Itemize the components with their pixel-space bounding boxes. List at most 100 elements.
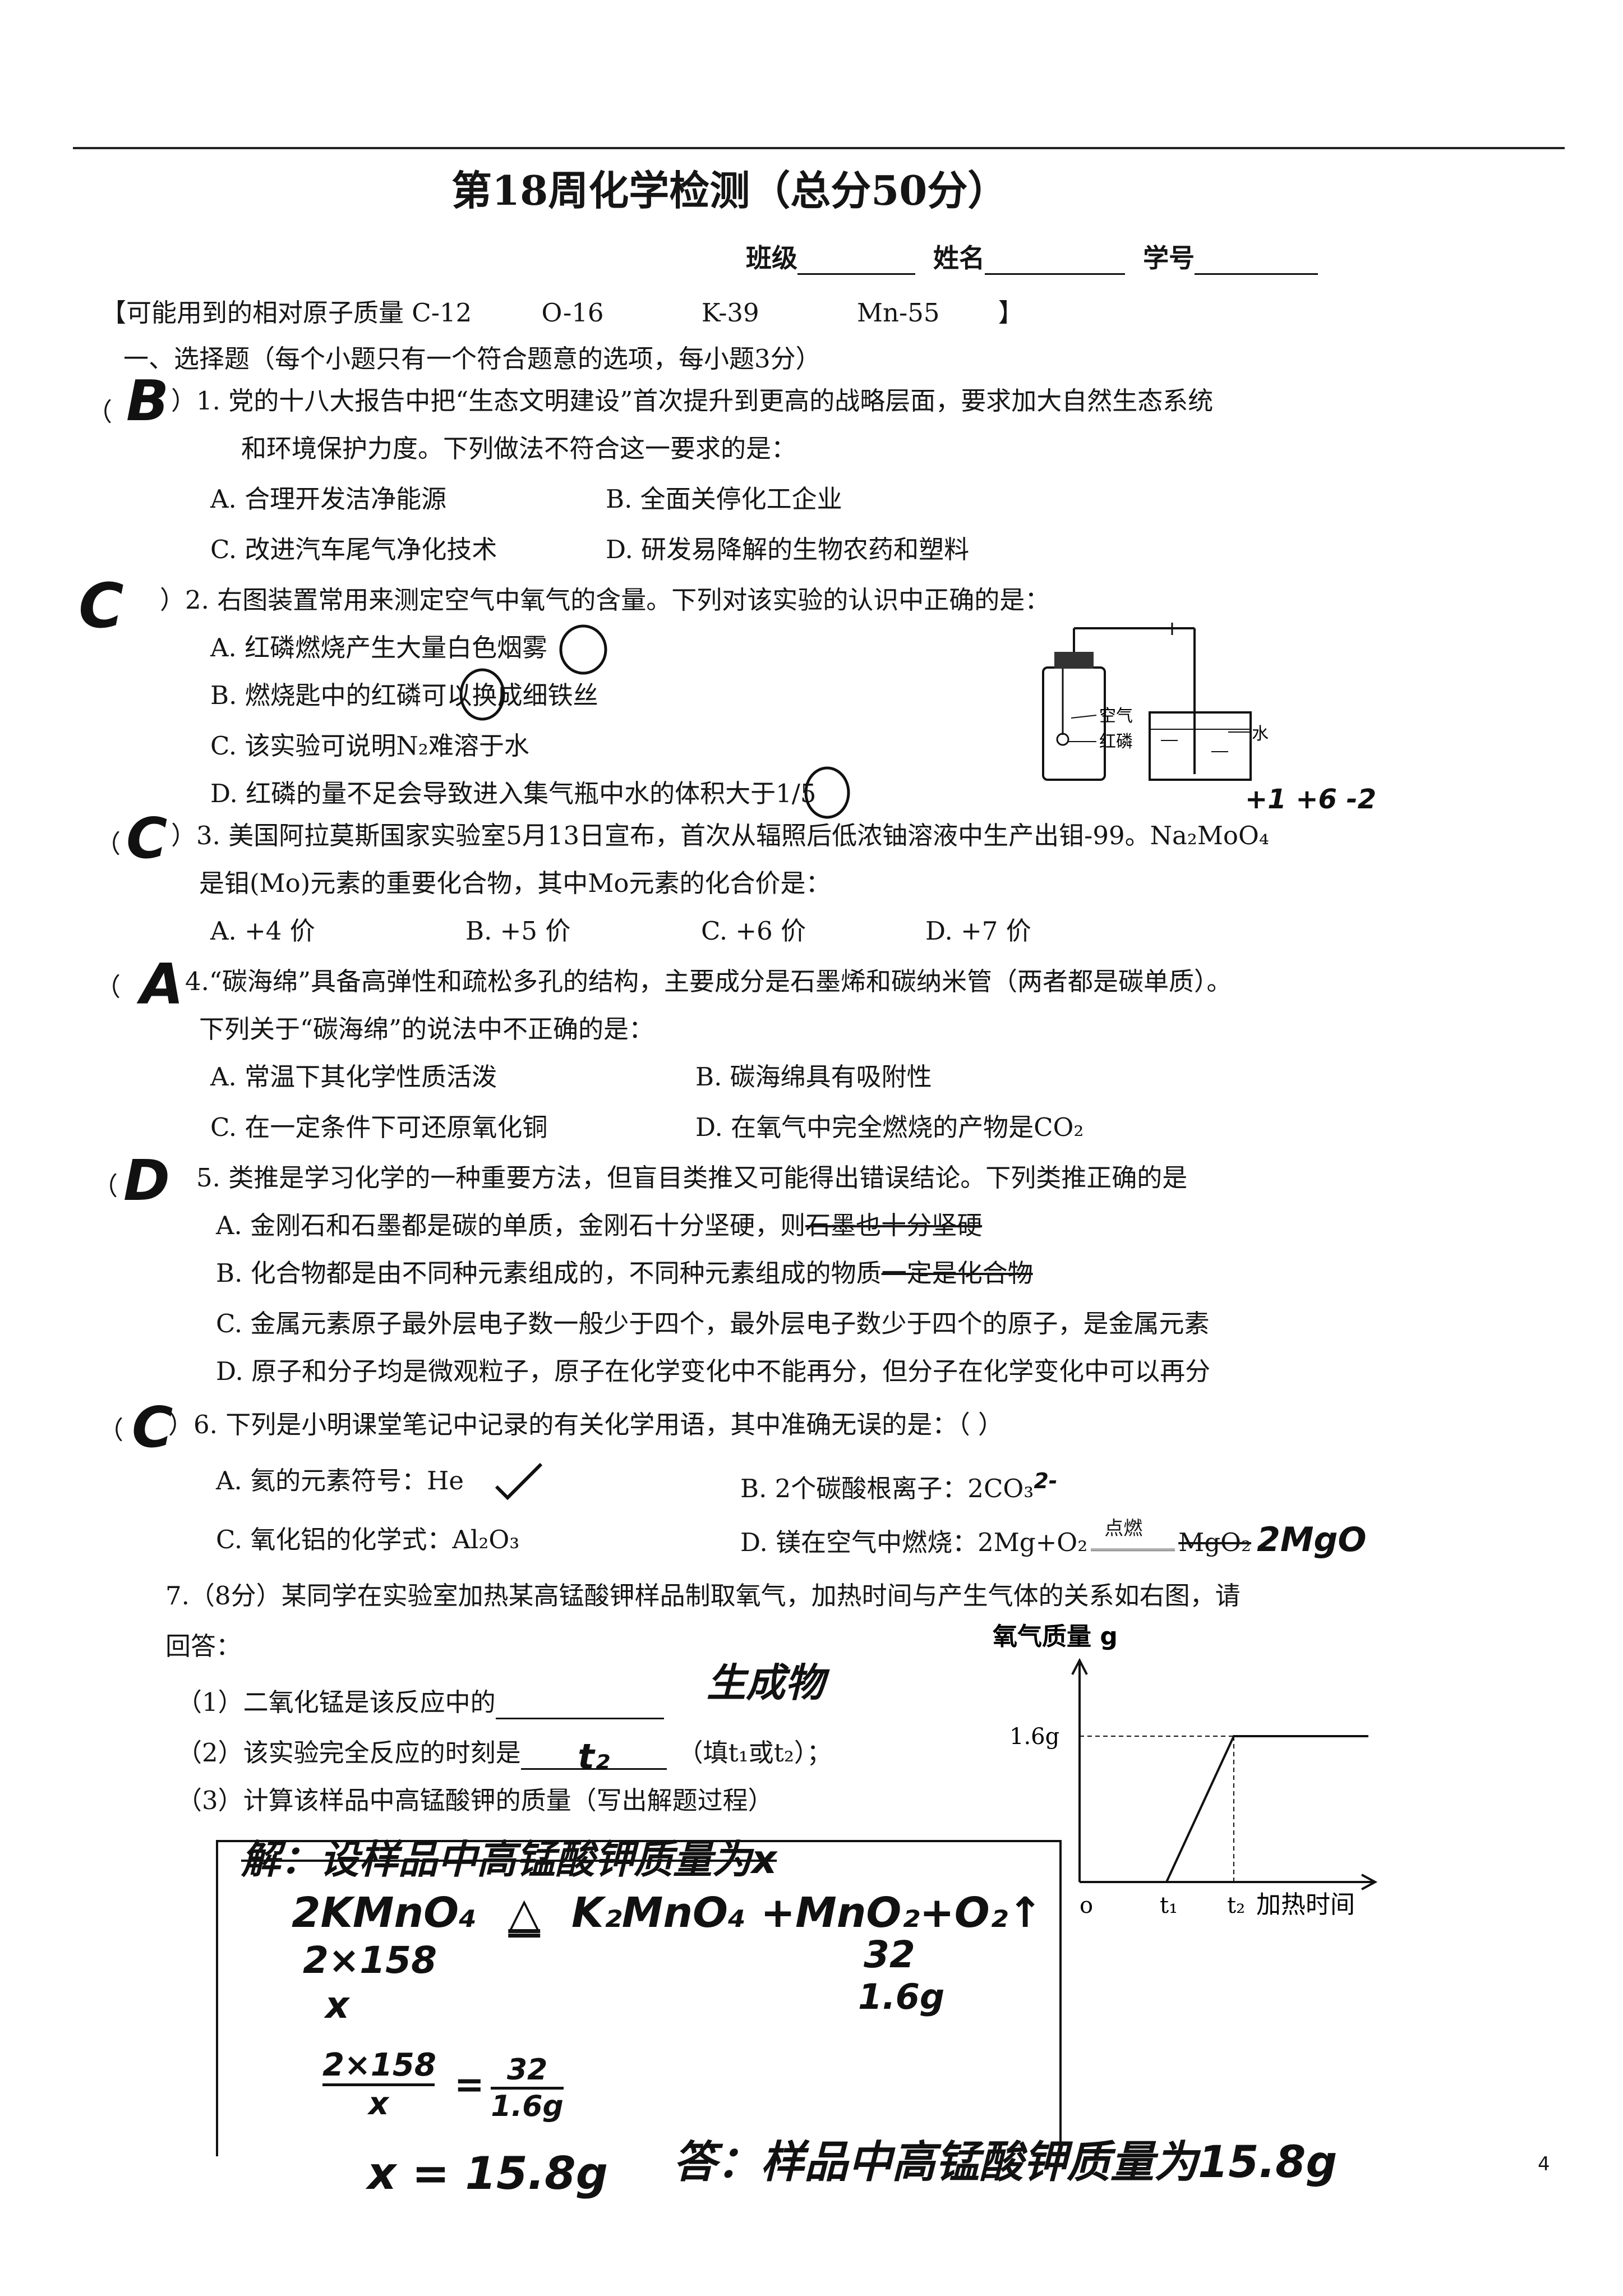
name-label: 姓名: [933, 243, 985, 273]
solution-fraction-2-den: 1.6g: [491, 2090, 564, 2123]
q2-option-b: B. 燃烧匙中的红磷可以换成细铁丝: [210, 680, 598, 710]
chart-y-axis-arrow: [1071, 1658, 1088, 1675]
q1-stem-1: ）1. 党的十八大报告中把“生态文明建设”首次提升到更高的战略层面，要求加大自然…: [171, 386, 1214, 416]
name-field[interactable]: [985, 245, 1126, 275]
page-title: 第18周化学检测（总分50分）: [451, 167, 1008, 214]
q2-option-d: D. 红磷的量不足会导致进入集气瓶中水的体积大于1/5: [210, 779, 817, 808]
q7-part-3: （3）计算该样品中高锰酸钾的质量（写出解题过程）: [177, 1786, 773, 1815]
solution-line-1-text: 解：设样品中高锰酸钾质量为x: [241, 1837, 777, 1883]
q7-part-1-text: （1）二氧化锰是该反应中的: [177, 1687, 496, 1717]
solution-mass-left: 2×158: [303, 1939, 437, 1982]
section-heading: 一、选择题（每个小题只有一个符合题意的选项，每小题3分）: [123, 344, 821, 374]
q6-handwritten-answer: C: [132, 1395, 173, 1460]
q4-option-d: D. 在氧气中完全燃烧的产物是CO₂: [695, 1112, 1084, 1142]
q4-option-c: C. 在一定条件下可还原氧化铜: [210, 1112, 548, 1142]
q1-option-a: A. 合理开发洁净能源: [210, 484, 447, 514]
solution-unknown-left: x: [325, 1984, 349, 2027]
q5-bracket-open: （: [93, 1171, 118, 1201]
q3-option-a: A. +4 价: [210, 916, 315, 946]
q6-option-b: B. 2个碳酸根离子：2CO₃2-: [740, 1464, 1058, 1506]
q3-valence-note: +1 +6 -2: [1245, 784, 1376, 815]
solution-heat-symbol: △: [508, 1889, 541, 1937]
solution-fraction-2-num: 32: [491, 2053, 564, 2090]
q4-option-a: A. 常温下其化学性质活泼: [210, 1062, 497, 1092]
solution-box: [216, 1840, 1062, 2156]
q6-stem-1: ）6. 下列是小明课堂笔记中记录的有关化学用语，其中准确无误的是：（ ）: [168, 1410, 1004, 1439]
solution-fraction-1-den: x: [368, 2086, 389, 2122]
q7-part-2-tail: （填t₁或t₂）；: [677, 1738, 832, 1768]
atomic-mass-o: O-16: [541, 298, 604, 328]
q5-option-b-struck: 一定是化合物: [881, 1258, 1033, 1288]
q1-handwritten-answer: B: [126, 368, 169, 434]
q1-option-c: C. 改进汽车尾气净化技术: [210, 535, 497, 564]
q6-option-d-arrow: 点燃: [1091, 1517, 1175, 1551]
q6-option-a: A. 氦的元素符号：He: [216, 1466, 464, 1496]
q7-part-1-handwritten: 生成物: [707, 1660, 824, 1706]
q4-stem-2: 下列关于“碳海绵”的说法中不正确的是：: [199, 1014, 654, 1044]
fig-label-water: 水: [1252, 724, 1269, 744]
q3-stem-2: 是钼(Mo)元素的重要化合物，其中Mo元素的化合价是：: [199, 868, 831, 898]
class-field[interactable]: [797, 245, 915, 275]
chart-x-axis-arrow: [1361, 1874, 1378, 1890]
solution-result: x = 15.8g: [367, 2147, 608, 2200]
q2-option-a: A. 红磷燃烧产生大量白色烟雾: [210, 633, 548, 662]
student-info: 班级 姓名 学号: [746, 241, 1318, 275]
q3-stem-1: ）3. 美国阿拉莫斯国家实验室5月13日宣布，首次从辐照后低浓铀溶液中生产出钼-…: [171, 821, 1269, 850]
q7-part-2-text: （2）该实验完全反应的时刻是: [177, 1738, 521, 1768]
q4-stem-1: 4.“碳海绵”具备高弹性和疏松多孔的结构，主要成分是石墨烯和碳纳米管（两者都是碳…: [185, 967, 1232, 996]
atomic-masses: 【可能用到的相对原子质量 C-12 O-16 K-39 Mn-55 】: [101, 296, 1023, 330]
atomic-masses-prefix: 【可能用到的相对原子质量 C-12: [101, 298, 472, 328]
q3-option-c: C. +6 价: [701, 916, 806, 946]
q6-check-mark: [495, 1462, 543, 1501]
q5-option-a-struck: 石墨也十分坚硬: [805, 1211, 983, 1240]
q6-option-d-handwritten-fix: 2MgO: [1257, 1520, 1367, 1559]
q6-option-b-handwritten-charge: 2-: [1034, 1469, 1058, 1493]
solution-reactant: 2KMnO₄: [292, 1889, 477, 1937]
q7-stem-2: 回答：: [165, 1631, 242, 1661]
solution-final-answer: 答：样品中高锰酸钾质量为15.8g: [673, 2137, 1338, 2188]
q6-option-d-reactants: 2Mg+O₂: [978, 1527, 1088, 1557]
atomic-masses-suffix: 】: [998, 298, 1023, 328]
page-number: 4: [1538, 2153, 1550, 2175]
chart-x-tick-label: o: [1080, 1893, 1093, 1918]
q1-bracket-open: （: [87, 397, 113, 427]
q2-stem-1: ）2. 右图装置常用来测定空气中氧气的含量。下列对该实验的认识中正确的是：: [160, 585, 1050, 615]
solution-equation: 2KMnO₄ △ K₂MnO₄ +MnO₂+O₂↑: [292, 1888, 1043, 1938]
class-label: 班级: [746, 243, 797, 273]
q7-part-1: （1）二氧化锰是该反应中的: [177, 1686, 664, 1719]
q4-handwritten-answer: A: [140, 951, 184, 1017]
q2-apparatus-diagram: 空气 红磷 水: [1042, 623, 1269, 781]
q7-part-2-blank[interactable]: t₂: [520, 1740, 667, 1774]
q7-stem-1: 7.（8分）某同学在实验室加热某高锰酸钾样品制取氧气，加热时间与产生气体的关系如…: [165, 1581, 1241, 1611]
q2-handwritten-answer: C: [79, 570, 124, 642]
solution-line-1: 解：设样品中高锰酸钾质量为x: [241, 1834, 777, 1885]
q6-option-d-condition: 点燃: [1104, 1517, 1143, 1540]
solution-mass-right: 32: [864, 1933, 915, 1976]
q7-part-1-blank[interactable]: [495, 1690, 664, 1719]
solution-equals: =: [454, 2064, 485, 2106]
solution-fraction-2: 32 1.6g: [491, 2053, 564, 2123]
q3-handwritten-answer: C: [126, 806, 168, 871]
q4-option-b: B. 碳海绵具有吸附性: [695, 1062, 932, 1092]
q5-option-a: A. 金刚石和石墨都是碳的单质，金刚石十分坚硬，则石墨也十分坚硬: [216, 1209, 982, 1243]
q5-option-b-text: B. 化合物都是由不同种元素组成的，不同种元素组成的物质: [216, 1258, 882, 1288]
chart-y-axis-label: 氧气质量 g: [993, 1622, 1118, 1651]
fig-label-air: 空气: [1099, 706, 1133, 726]
solution-products: K₂MnO₄ +MnO₂+O₂↑: [571, 1889, 1043, 1937]
q3-bracket-open: （: [95, 829, 121, 859]
q5-option-c: C. 金属元素原子最外层电子数一般少于四个，最外层电子数少于四个的原子，是金属元…: [216, 1309, 1210, 1338]
fig-label-phosphorus: 红磷: [1099, 732, 1133, 752]
q5-option-d: D. 原子和分子均是微观粒子，原子在化学变化中不能再分，但分子在化学变化中可以再…: [216, 1356, 1211, 1386]
q4-bracket-open: （: [95, 972, 121, 1002]
chart-x-axis-label: 加热时间: [1256, 1890, 1355, 1919]
q6-bracket-open: （: [98, 1415, 124, 1445]
q5-stem-1: 5. 类推是学习化学的一种重要方法，但盲目类推又可能得出错误结论。下列类推正确的…: [196, 1163, 1188, 1193]
q5-handwritten-answer: D: [123, 1148, 170, 1213]
id-field[interactable]: [1195, 245, 1318, 275]
solution-fraction-1-num: 2×158: [322, 2047, 436, 2086]
q3-option-d: D. +7 价: [925, 916, 1031, 946]
